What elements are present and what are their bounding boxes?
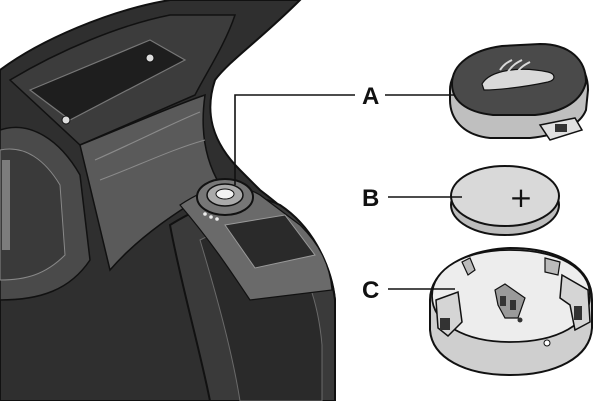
part-b-coin-battery: + — [450, 165, 560, 236]
part-c-battery-holder — [429, 246, 593, 377]
callout-label-a: A — [362, 83, 379, 110]
part-a-battery-cover — [449, 42, 590, 141]
tool-body-illustration — [0, 0, 336, 401]
holder-right-clip — [559, 273, 591, 332]
tool-label-strip — [2, 160, 10, 250]
battery-top — [450, 165, 560, 227]
battery-polarity-mark: + — [509, 181, 532, 214]
leader-line-a — [234, 94, 355, 185]
callout-label-c: C — [362, 277, 379, 304]
tool-handle-display — [224, 214, 316, 269]
callout-label-b: B — [362, 185, 379, 212]
